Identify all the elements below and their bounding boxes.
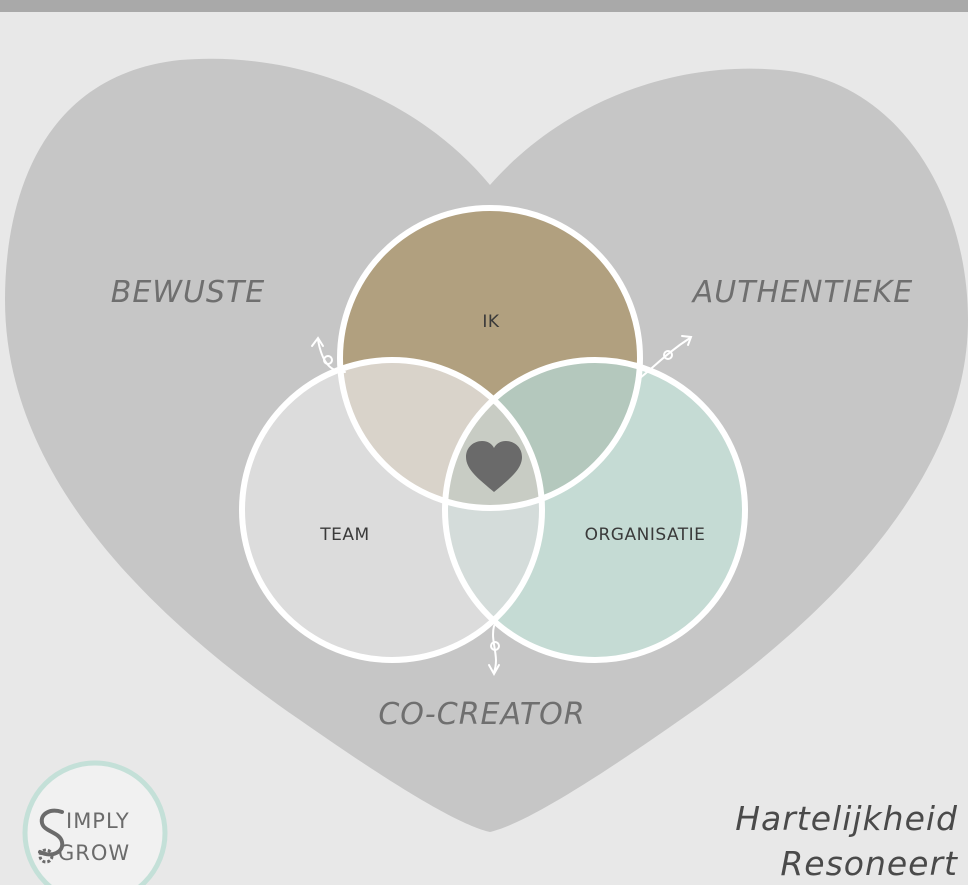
arrow-icon-left	[311, 336, 346, 373]
label-organisatie: ORGANISATIE	[585, 525, 706, 545]
tagline-line2: Resoneert	[780, 844, 958, 883]
arrow-icon-right	[639, 335, 693, 379]
logo-text-imply: IMPLY	[66, 809, 130, 833]
word-bewuste: BEWUSTE	[111, 275, 265, 310]
logo-text-grow: GROW	[58, 841, 130, 865]
heart-icon	[466, 441, 522, 492]
label-ik: IK	[482, 312, 500, 332]
logo-s-icon	[38, 808, 65, 857]
label-team: TEAM	[319, 525, 369, 545]
tagline-line1: Hartelijkheid	[735, 799, 958, 838]
gear-icon	[38, 848, 54, 864]
arrow-icon-bottom	[488, 625, 500, 677]
top-bar	[0, 0, 968, 12]
circle-team-outline	[239, 357, 545, 663]
word-co-creator: CO-CREATOR	[378, 697, 585, 732]
logo-ring	[22, 760, 168, 885]
simply-grow-logo: IMPLY GROW	[22, 760, 168, 885]
circle-organisatie-outline	[442, 357, 748, 663]
word-authentieke: AUTHENTIEKE	[691, 275, 914, 310]
circle-ik-outline	[337, 205, 643, 511]
